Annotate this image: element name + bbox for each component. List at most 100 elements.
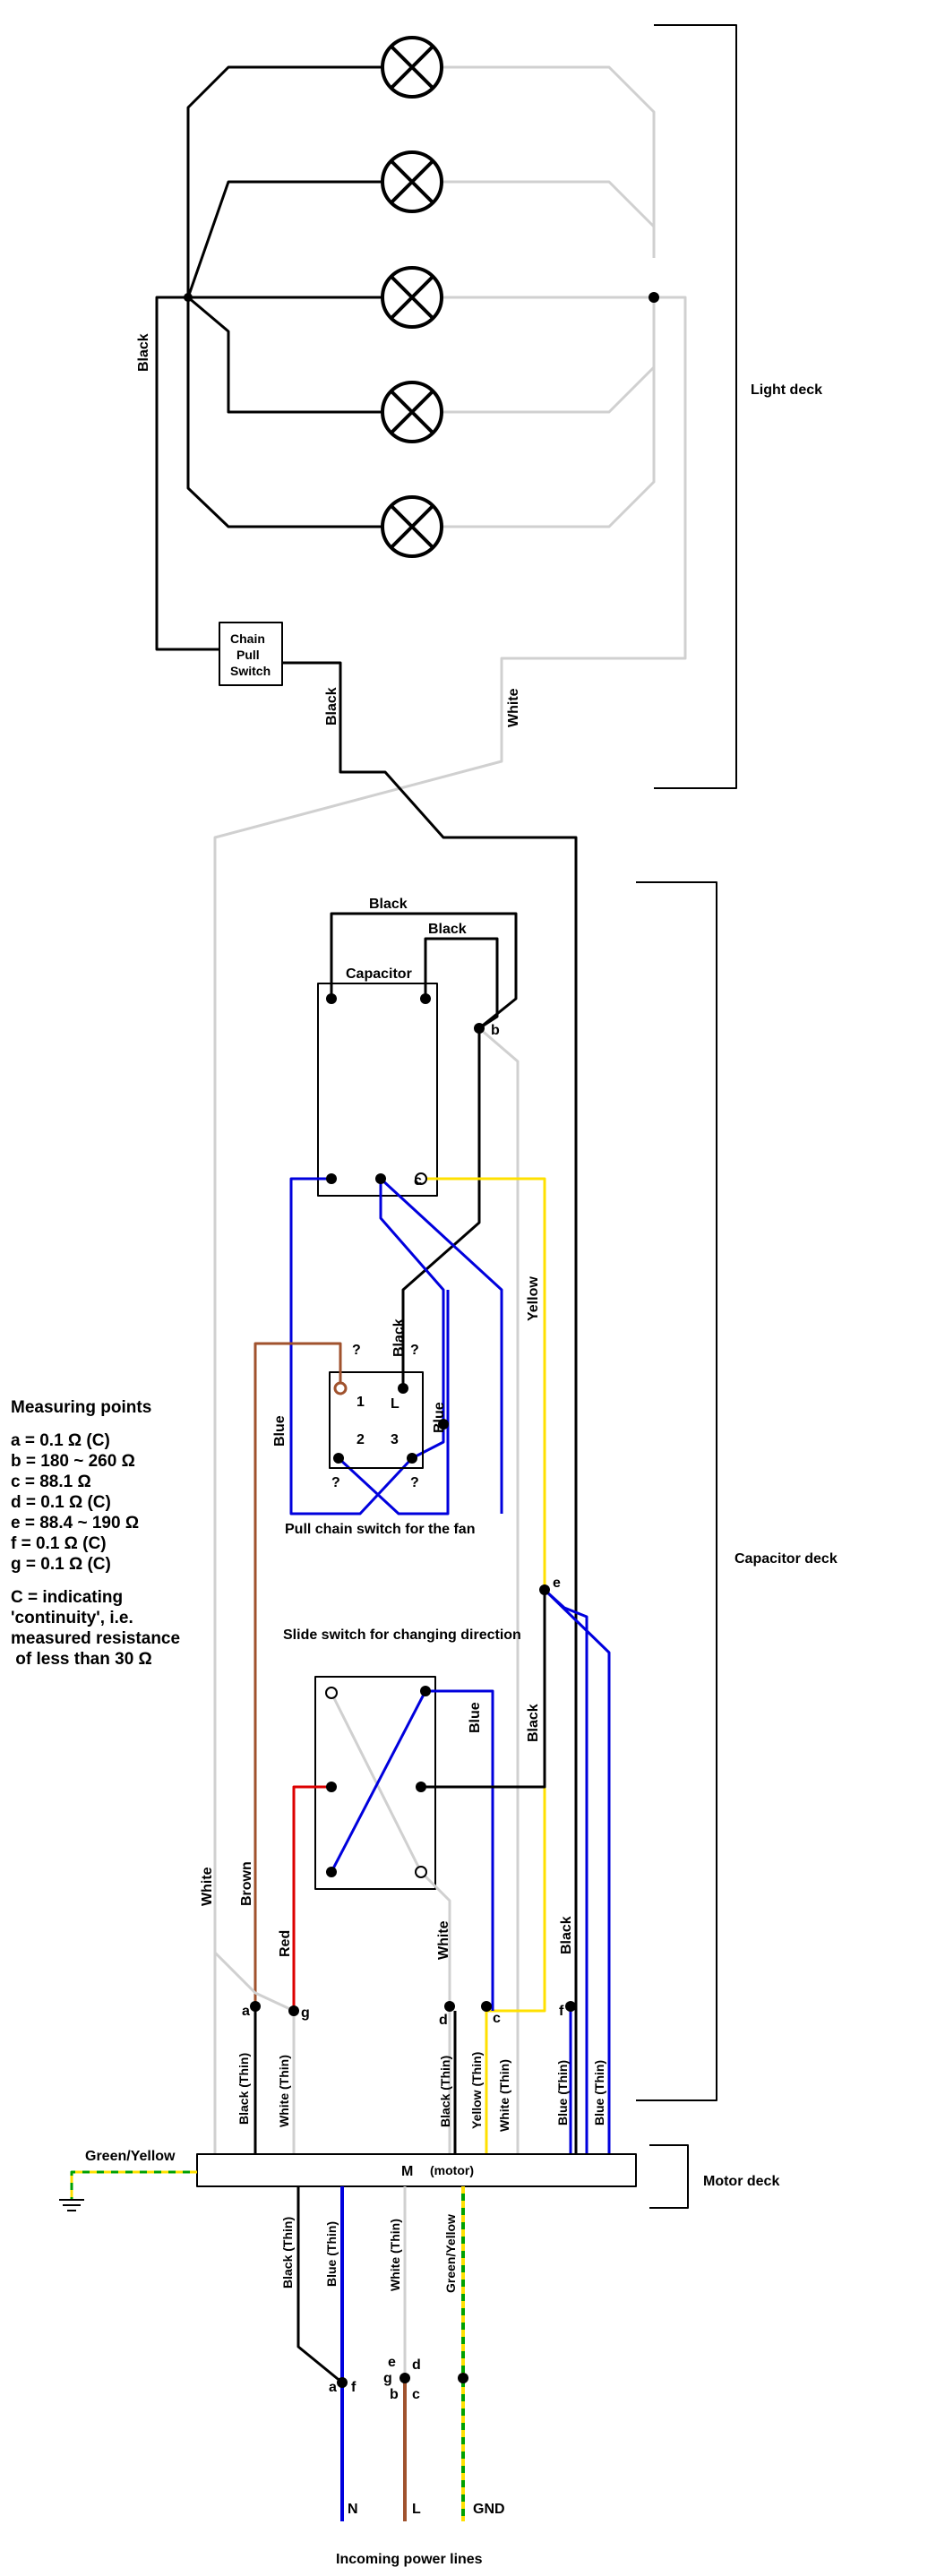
- wire-label-yellow-thin: Yellow (Thin): [469, 2052, 484, 2129]
- measuring-line: g = 0.1 Ω (C): [11, 1555, 111, 1574]
- motor-sub-label: (motor): [430, 2163, 474, 2177]
- wire-label-white: White: [436, 1920, 451, 1960]
- wire-label-white-thin: White (Thin): [497, 2059, 511, 2132]
- wire-label-black: Black: [324, 687, 339, 726]
- point-b: b: [390, 2387, 399, 2402]
- point-d: d: [412, 2357, 421, 2373]
- wire-blue-f: [543, 1588, 588, 2154]
- unknown-terminal: ?: [352, 1343, 361, 1358]
- power-GND: GND: [473, 2502, 505, 2517]
- pc-terminal-L: L: [391, 1396, 399, 1412]
- legend-line: C = indicating: [11, 1588, 124, 1607]
- ground-icon: [59, 2199, 84, 2211]
- wire-blue-e: [543, 1588, 611, 2154]
- wire-label-white-thin: White (Thin): [277, 2055, 291, 2127]
- capacitor-blue-wires: [289, 1177, 445, 1516]
- pc-terminal-2: 2: [357, 1432, 365, 1447]
- wire-blue-slide: [425, 1689, 494, 2011]
- wire-white-b: [478, 1026, 520, 2154]
- wire-label-black: Black: [526, 1704, 541, 1742]
- slide-switch-box: [314, 1676, 436, 1890]
- motor-label: M: [401, 2164, 413, 2179]
- wire-label-black: Black: [136, 333, 151, 372]
- measuring-line: d = 0.1 Ω (C): [11, 1493, 111, 1512]
- wire-label-white: White: [200, 1867, 215, 1906]
- wire-red: [292, 1785, 331, 2011]
- capacitor-box: [317, 983, 438, 1197]
- point-c: c: [414, 1173, 422, 1189]
- wire-label-blue: Blue: [432, 1402, 447, 1433]
- measuring-title: Measuring points: [11, 1398, 152, 1417]
- point-f: f: [351, 2380, 357, 2395]
- capacitor-label: Capacitor: [346, 966, 412, 982]
- wire-label-black: Black: [428, 922, 467, 937]
- power-N: N: [348, 2502, 358, 2517]
- wire-label-blue-thin: Blue (Thin): [324, 2221, 339, 2287]
- unknown-terminal: ?: [410, 1475, 419, 1490]
- pc-terminal-1: 1: [357, 1395, 365, 1410]
- wire-brown-a: [213, 1951, 295, 2013]
- chain-pull-switch: [219, 622, 283, 686]
- wire-label-red: Red: [278, 1930, 293, 1957]
- motor-thin-wires: [253, 2011, 572, 2154]
- lamp-icon: [381, 495, 443, 558]
- point-e: e: [553, 1576, 561, 1591]
- capacitor-deck-bracket: [636, 881, 717, 2101]
- label-light-deck: Light deck: [751, 382, 822, 398]
- pull-chain-switch-box: [329, 1371, 424, 1469]
- light-black-wires: [155, 65, 578, 2154]
- wire-white-slide: [419, 1870, 451, 2154]
- slide-switch-label: Slide switch for changing direction: [283, 1627, 521, 1643]
- slide-switch-grey: [330, 1692, 423, 1873]
- lamp-icon: [381, 150, 443, 213]
- wire-label-black: Black: [559, 1916, 574, 1954]
- lamp-icon: [381, 36, 443, 99]
- motor-box: [196, 2153, 637, 2187]
- measuring-line: e = 88.4 ~ 190 Ω: [11, 1514, 140, 1533]
- wire-blue-crossback: [379, 1177, 503, 1514]
- lamp-icon: [381, 266, 443, 329]
- wire-black-e: [421, 1590, 546, 1789]
- legend-line: 'continuity', i.e.: [11, 1609, 133, 1627]
- wire-label-yellow: Yellow: [526, 1276, 541, 1321]
- label-motor-deck: Motor deck: [703, 2174, 779, 2189]
- terminal-open: [333, 1381, 348, 1395]
- measuring-line: a = 0.1 Ω (C): [11, 1431, 110, 1450]
- light-deck-bracket: [654, 24, 737, 789]
- point-a: a: [329, 2380, 337, 2395]
- point-f: f: [559, 2004, 564, 2019]
- wire-label-black: Black: [369, 897, 408, 912]
- legend-line: measured resistance: [11, 1629, 181, 1648]
- terminal-open: [325, 1687, 338, 1699]
- label-capacitor-deck: Capacitor deck: [735, 1551, 838, 1567]
- wire-black-incoming: [296, 2186, 343, 2384]
- wire-label-green-yellow: Green/Yellow: [443, 2214, 458, 2293]
- wire-label-brown: Brown: [239, 1861, 254, 1906]
- chain-pull-switch-label-2: Pull: [236, 648, 260, 662]
- point-c: c: [493, 2011, 501, 2026]
- terminal-open: [415, 1172, 427, 1185]
- wire-label-black-thin: Black (Thin): [236, 2053, 251, 2125]
- wire-blue-cross: [337, 1290, 450, 1516]
- point-c: c: [412, 2387, 420, 2402]
- point-e: e: [388, 2355, 396, 2370]
- light-white-wires: [213, 65, 687, 2154]
- chain-pull-switch-label-3: Switch: [230, 664, 271, 678]
- incoming-label: Incoming power lines: [336, 2552, 483, 2567]
- power-L: L: [412, 2502, 421, 2517]
- lamps: [381, 36, 443, 558]
- terminal-dots: [250, 993, 576, 2388]
- point-d: d: [439, 2013, 448, 2028]
- wire-label-black-thin: Black (Thin): [280, 2217, 295, 2288]
- junction-node: [184, 293, 193, 302]
- wire-label-blue: Blue: [468, 1702, 483, 1733]
- measuring-line: f = 0.1 Ω (C): [11, 1534, 107, 1553]
- wire-label-white-thin: White (Thin): [388, 2219, 402, 2291]
- slide-switch-blue: [330, 1690, 427, 1873]
- terminal-open: [415, 1866, 427, 1878]
- legend-line: of less than 30 Ω: [11, 1650, 152, 1669]
- measuring-points-note: Measuring points a = 0.1 Ω (C) b = 180 ~…: [11, 1397, 208, 1670]
- junction-node: [649, 292, 659, 303]
- point-g: g: [301, 2005, 310, 2021]
